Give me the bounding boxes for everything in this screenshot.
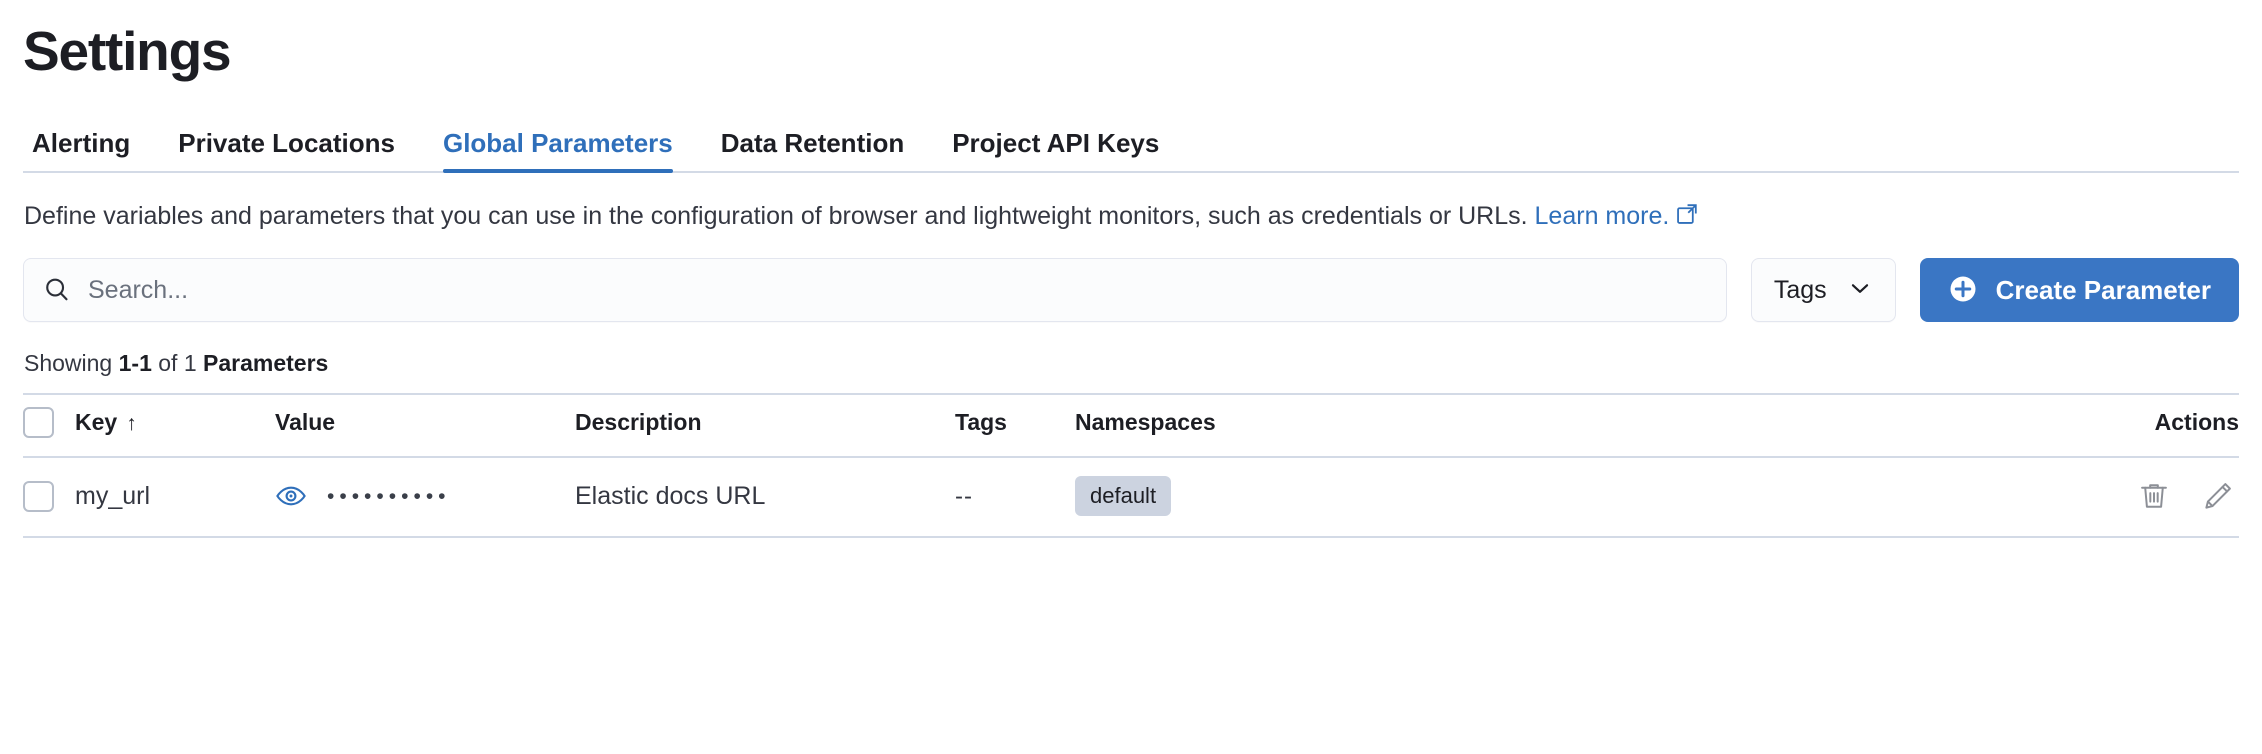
tab-label: Alerting [32,128,131,158]
header-value: Value [275,393,575,458]
header-select-all [23,393,75,458]
table-header: Key ↑ Value Description Tags Namespaces A… [23,393,2239,458]
showing-of: of [151,350,184,376]
pencil-icon[interactable] [2201,479,2235,513]
header-tags: Tags [955,393,1075,458]
masked-value: •••••••••• [327,484,451,508]
row-actions [1675,479,2239,513]
description-text: Define variables and parameters that you… [23,199,2233,234]
tags-empty-value: -- [955,482,973,510]
search-icon [42,275,72,305]
create-parameter-label: Create Parameter [1995,274,2211,305]
filter-controls: Tags Create Parameter [23,258,2239,322]
results-count: Showing 1-1 of 1 Parameters [23,350,2239,377]
tags-filter-label: Tags [1773,275,1827,304]
table-body: my_url •••••••••• Elastic docs UR [23,457,2239,538]
header-tags-label: Tags [955,409,1007,435]
arrow-up-icon: ↑ [126,412,137,435]
select-all-checkbox[interactable] [23,407,54,438]
tab-global-parameters[interactable]: Global Parameters [442,128,673,173]
row-select-cell [23,457,75,538]
showing-entity: Parameters [203,350,329,376]
trash-icon[interactable] [2137,479,2171,513]
header-description: Description [575,393,955,458]
cell-value: •••••••••• [275,457,575,538]
parameters-table: Key ↑ Value Description Tags Namespaces A… [23,393,2239,538]
eye-icon[interactable] [275,480,307,512]
search-box[interactable] [23,258,1727,322]
cell-key: my_url [75,457,275,538]
learn-more-link[interactable]: Learn more. [1534,202,1670,230]
header-key[interactable]: Key ↑ [75,393,275,458]
header-actions: Actions [1675,393,2239,458]
row-checkbox[interactable] [23,480,54,512]
showing-total: 1 [183,350,197,376]
cell-namespaces: default [1075,457,1675,538]
cell-actions [1675,457,2239,538]
value-wrapper: •••••••••• [275,480,575,512]
tab-project-api-keys[interactable]: Project API Keys [952,130,1159,171]
showing-range: 1-1 [118,350,152,376]
header-description-label: Description [575,409,702,435]
header-value-label: Value [275,409,336,435]
create-parameter-button[interactable]: Create Parameter [1919,258,2239,322]
table-header-row: Key ↑ Value Description Tags Namespaces A… [23,393,2239,458]
header-namespaces-label: Namespaces [1075,409,1216,435]
tab-data-retention[interactable]: Data Retention [721,130,904,171]
tab-label: Data Retention [720,128,905,158]
showing-prefix: Showing [24,350,119,376]
namespace-badge: default [1075,476,1172,516]
tab-bar: Alerting Private Locations Global Parame… [23,116,2239,173]
external-link-icon [1676,200,1698,234]
tab-alerting[interactable]: Alerting [32,130,130,171]
tags-filter-button[interactable]: Tags [1750,258,1896,322]
cell-tags: -- [955,457,1075,538]
tab-label: Project API Keys [952,128,1160,158]
chevron-down-icon [1847,275,1873,306]
cell-description: Elastic docs URL [575,457,955,538]
plus-circle-icon [1948,274,1978,307]
table-row: my_url •••••••••• Elastic docs UR [23,457,2239,538]
search-input[interactable] [88,275,1708,305]
tab-label: Private Locations [178,128,395,158]
tab-label: Global Parameters [442,128,673,158]
tab-private-locations[interactable]: Private Locations [178,130,395,171]
header-namespaces: Namespaces [1075,393,1675,458]
header-actions-label: Actions [2154,409,2239,435]
header-key-label: Key [75,409,118,435]
page-title: Settings [23,20,232,82]
description-body: Define variables and parameters that you… [24,202,1535,230]
